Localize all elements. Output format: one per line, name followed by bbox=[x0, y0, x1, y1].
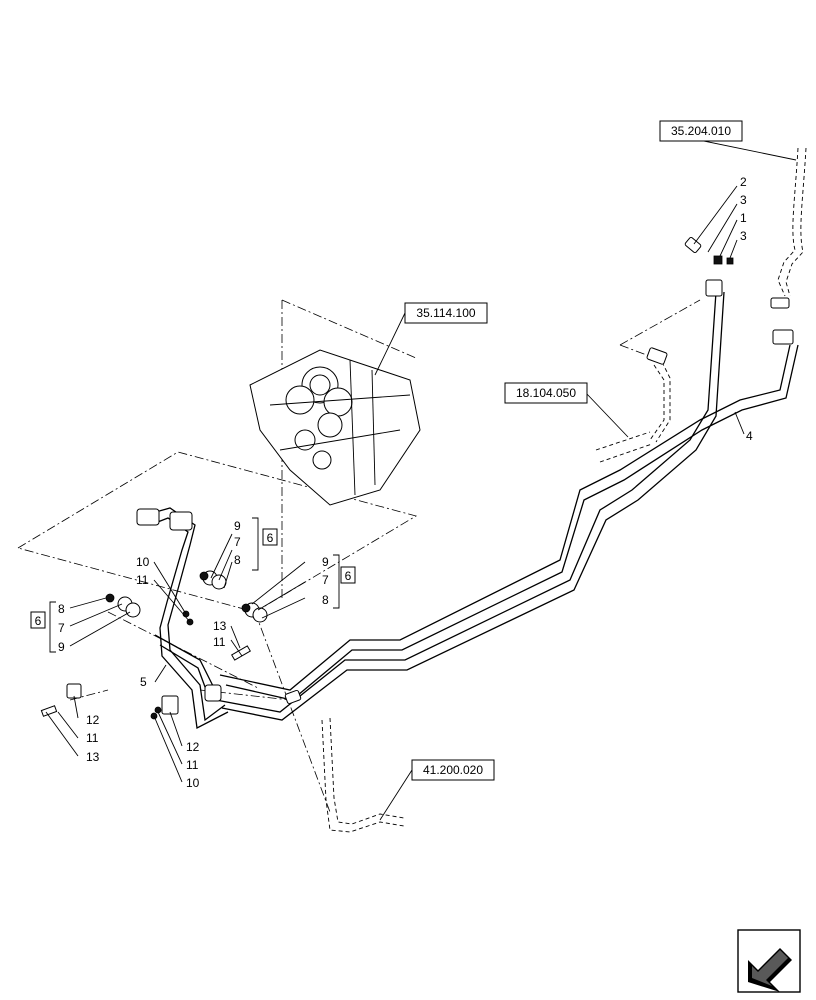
reference-35-114-100[interactable]: 35.114.100 bbox=[404, 302, 488, 324]
svg-text:11: 11 bbox=[136, 573, 149, 587]
svg-text:10: 10 bbox=[186, 776, 200, 790]
svg-text:12: 12 bbox=[186, 740, 200, 754]
svg-text:4: 4 bbox=[746, 429, 753, 443]
callouts-bottom-bracket: 12 11 10 bbox=[186, 740, 200, 790]
svg-text:11: 11 bbox=[86, 731, 99, 745]
svg-text:2: 2 bbox=[740, 175, 747, 189]
svg-text:11: 11 bbox=[186, 758, 199, 772]
svg-text:8: 8 bbox=[322, 593, 329, 607]
kit-right: 9 7 8 6 bbox=[322, 554, 356, 609]
kit-upper: 9 7 8 6 bbox=[234, 517, 278, 571]
svg-text:11: 11 bbox=[213, 635, 226, 649]
svg-text:35.114.100: 35.114.100 bbox=[416, 306, 475, 320]
svg-text:6: 6 bbox=[345, 569, 352, 583]
svg-text:18.104.050: 18.104.050 bbox=[516, 386, 576, 400]
fittings bbox=[40, 236, 794, 720]
leader-lines bbox=[45, 131, 797, 821]
svg-text:13: 13 bbox=[86, 750, 100, 764]
kit-left: 6 8 7 9 bbox=[30, 601, 65, 654]
svg-text:12: 12 bbox=[86, 713, 100, 727]
svg-text:9: 9 bbox=[58, 640, 65, 654]
callouts-center: 10 11 13 11 5 bbox=[136, 555, 227, 689]
svg-text:3: 3 bbox=[740, 229, 747, 243]
callouts-left-bracket: 12 11 13 bbox=[86, 713, 100, 764]
svg-text:8: 8 bbox=[234, 553, 241, 567]
svg-text:9: 9 bbox=[234, 519, 241, 533]
navigation-arrow-icon[interactable] bbox=[737, 929, 801, 993]
reference-35-204-010[interactable]: 35.204.010 bbox=[659, 120, 743, 142]
reference-18-104-050[interactable]: 18.104.050 bbox=[504, 382, 588, 404]
svg-text:7: 7 bbox=[322, 573, 329, 587]
svg-text:7: 7 bbox=[234, 535, 241, 549]
callouts-top-right: 2 3 1 3 4 bbox=[740, 175, 753, 443]
svg-text:10: 10 bbox=[136, 555, 150, 569]
svg-text:13: 13 bbox=[213, 619, 227, 633]
phantom-pipes bbox=[321, 147, 807, 833]
svg-text:6: 6 bbox=[267, 531, 274, 545]
svg-text:5: 5 bbox=[140, 675, 147, 689]
pipe-4 bbox=[215, 291, 799, 721]
svg-text:35.204.010: 35.204.010 bbox=[671, 124, 731, 138]
svg-text:9: 9 bbox=[322, 555, 329, 569]
svg-text:41.200.020: 41.200.020 bbox=[423, 763, 483, 777]
svg-text:6: 6 bbox=[35, 614, 42, 628]
svg-text:7: 7 bbox=[58, 621, 65, 635]
svg-text:1: 1 bbox=[740, 211, 747, 225]
pipe-5 bbox=[136, 507, 229, 730]
svg-text:8: 8 bbox=[58, 602, 65, 616]
reference-41-200-020[interactable]: 41.200.020 bbox=[411, 759, 495, 781]
control-valve bbox=[249, 349, 421, 506]
svg-text:3: 3 bbox=[740, 193, 747, 207]
